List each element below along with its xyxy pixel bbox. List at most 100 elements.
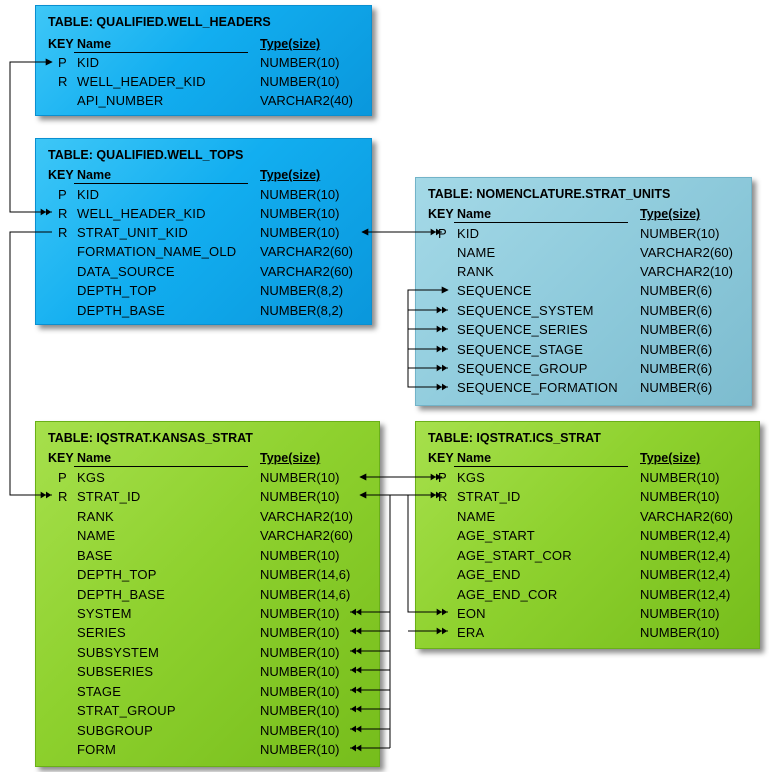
header-underline: [454, 466, 628, 467]
column-name: STRAT_UNIT_KID: [77, 225, 188, 240]
column-name: SEQUENCE_SERIES: [457, 322, 588, 337]
column-type: VARCHAR2(10): [260, 509, 353, 524]
column-type: NUMBER(12,4): [640, 567, 731, 582]
table-row: R WELL_HEADER_KID NUMBER(10): [36, 74, 371, 93]
column-name: STRAT_GROUP: [77, 703, 176, 718]
table-row: SUBSERIES NUMBER(10): [36, 664, 379, 683]
column-type: NUMBER(10): [640, 226, 720, 241]
key-header: KEY: [48, 168, 74, 182]
column-name: AGE_END_COR: [457, 587, 558, 602]
column-type: NUMBER(6): [640, 322, 713, 337]
column-name: KGS: [457, 470, 486, 485]
column-type: NUMBER(10): [260, 74, 340, 89]
column-type: NUMBER(10): [640, 489, 720, 504]
column-name: KID: [77, 187, 100, 202]
column-type: NUMBER(12,4): [640, 548, 731, 563]
column-name: SEQUENCE_FORMATION: [457, 380, 618, 395]
key-header: KEY: [48, 451, 74, 465]
key-cell: P: [438, 470, 447, 485]
key-cell: P: [58, 470, 67, 485]
type-header: Type(size): [260, 37, 321, 51]
table-title: TABLE: NOMENCLATURE.STRAT_UNITS: [428, 187, 671, 201]
column-name: SUBGROUP: [77, 723, 154, 738]
column-type: NUMBER(10): [260, 470, 340, 485]
key-cell: R: [58, 206, 68, 221]
column-type: NUMBER(14,6): [260, 587, 351, 602]
column-name: SEQUENCE_SYSTEM: [457, 303, 594, 318]
key-cell: R: [438, 489, 448, 504]
column-name: WELL_HEADER_KID: [77, 74, 206, 89]
column-name: RANK: [77, 509, 114, 524]
column-name: DEPTH_TOP: [77, 283, 157, 298]
column-type: NUMBER(10): [260, 684, 340, 699]
key-cell: P: [438, 226, 447, 241]
column-type: NUMBER(10): [260, 664, 340, 679]
column-type: NUMBER(6): [640, 283, 713, 298]
column-name: DEPTH_BASE: [77, 587, 165, 602]
type-header: Type(size): [640, 207, 701, 221]
column-name: RANK: [457, 264, 494, 279]
column-name: SERIES: [77, 625, 126, 640]
column-name: STRAT_ID: [457, 489, 521, 504]
column-type: VARCHAR2(60): [260, 264, 353, 279]
column-name: API_NUMBER: [77, 93, 164, 108]
table-row: R STRAT_ID NUMBER(10): [416, 489, 759, 508]
table-row: AGE_START_COR NUMBER(12,4): [416, 548, 759, 567]
table-kansas-strat: TABLE: IQSTRAT.KANSAS_STRAT KEY Name Typ…: [35, 421, 380, 767]
column-type: NUMBER(12,4): [640, 528, 731, 543]
column-type: NUMBER(10): [260, 723, 340, 738]
column-name: WELL_HEADER_KID: [77, 206, 206, 221]
table-row: SEQUENCE_SERIES NUMBER(6): [416, 322, 751, 341]
table-row: RANK VARCHAR2(10): [36, 509, 379, 528]
table-title: TABLE: QUALIFIED.WELL_HEADERS: [48, 15, 271, 29]
column-name: SEQUENCE_STAGE: [457, 342, 584, 357]
table-row: AGE_END_COR NUMBER(12,4): [416, 587, 759, 606]
column-type: NUMBER(10): [640, 625, 720, 640]
column-name: EON: [457, 606, 486, 621]
type-header: Type(size): [260, 451, 321, 465]
column-type: NUMBER(10): [260, 55, 340, 70]
column-type: NUMBER(6): [640, 361, 713, 376]
key-cell: P: [58, 187, 67, 202]
key-cell: R: [58, 74, 68, 89]
column-type: NUMBER(10): [260, 645, 340, 660]
column-type: NUMBER(10): [260, 225, 340, 240]
column-type: NUMBER(10): [260, 548, 340, 563]
column-name: NAME: [77, 528, 116, 543]
column-type: NUMBER(10): [260, 625, 340, 640]
header-underline: [74, 183, 248, 184]
column-name: STRAT_ID: [77, 489, 141, 504]
table-title: TABLE: IQSTRAT.ICS_STRAT: [428, 431, 601, 445]
name-header: Name: [457, 207, 492, 221]
column-name: FORM: [77, 742, 117, 757]
column-name: AGE_START_COR: [457, 548, 572, 563]
column-name: DEPTH_TOP: [77, 567, 157, 582]
type-header: Type(size): [640, 451, 701, 465]
table-title: TABLE: QUALIFIED.WELL_TOPS: [48, 148, 244, 162]
column-name: SUBSERIES: [77, 664, 154, 679]
column-name: NAME: [457, 509, 496, 524]
column-name: KID: [77, 55, 100, 70]
column-type: NUMBER(12,4): [640, 587, 731, 602]
